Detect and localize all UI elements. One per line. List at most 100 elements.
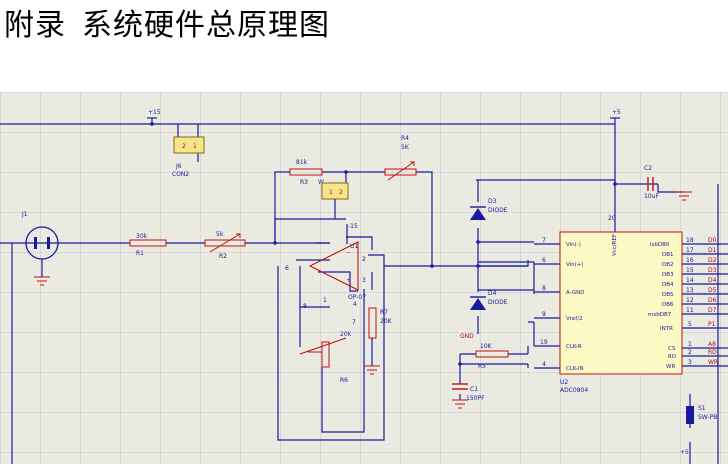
u2-right-pin-net-7: D7 (708, 307, 717, 314)
u1-pin3: 3 (362, 277, 366, 284)
ic-u2-adc0804: Vcc/REF 20 U2 ADC0804 7 Vin(-) 6 Vin(+) … (534, 215, 718, 394)
connector-j6: 2 1 J6 CON2 (172, 136, 205, 178)
c1-value: 150PF (466, 395, 485, 402)
r3-value: 81k (296, 159, 308, 166)
opamp-minus: − (346, 249, 351, 256)
u2-right-pin-num-9: 1 (688, 341, 692, 348)
j6-ref: J6 (175, 163, 182, 170)
j1-ref: J1 (21, 211, 28, 218)
resistor-r3: 81k R3 W (289, 159, 324, 186)
u2-right-pin-num-5: 13 (686, 287, 694, 294)
plus15-top-label: +15 (148, 109, 161, 116)
u2-right-pin-num-8: 5 (688, 321, 692, 328)
u2-right-pin-num-2: 16 (686, 257, 694, 264)
j6-value: CON2 (172, 171, 189, 178)
r2-value: 5k (216, 231, 224, 238)
u1-pin4: 4 (353, 301, 357, 308)
capacitor-c2: C2 10uF (644, 165, 692, 201)
u2-right-pin-net-2: D2 (708, 257, 717, 264)
d3-value: DIODE (488, 207, 508, 214)
r3-wiper: W (318, 179, 324, 186)
diode-d3: D3 DIODE (470, 198, 508, 220)
switch-s1: S1 SW-PB (686, 405, 717, 424)
c2-value: 10uF (644, 193, 659, 200)
u2-right-pin-name-4: DB4 (662, 282, 674, 288)
u2-right-pin-net-0: D0 (708, 237, 717, 244)
r7-ref: R7 (380, 309, 388, 316)
capacitor-c1: C1 150PF (452, 383, 485, 409)
d4-ref: D4 (488, 290, 497, 297)
r1-value: 30k (136, 233, 148, 240)
u2-ref: U2 (560, 379, 568, 386)
heading-part1: 附录 (4, 8, 66, 43)
u2-right-pin-name-7: msbDB7 (648, 312, 672, 318)
u2-left-pin-num-3: 9 (542, 311, 546, 318)
opamp-plus: + (346, 277, 351, 284)
junction-dots (150, 122, 617, 366)
gnd-net-label: GND (460, 333, 474, 340)
u1-pin8: 8 (303, 303, 307, 310)
u2-left-pin-name-2: A-GND (566, 290, 584, 296)
u2-pin20: 20 (608, 215, 616, 222)
page-heading: 附录系统硬件总原理图 (4, 6, 330, 46)
u2-left-pin-num-2: 8 (542, 285, 546, 292)
j6-pin-a: 2 (182, 143, 186, 150)
u1-header-pin-b: 2 (339, 189, 343, 196)
u1-value: OP-07 (348, 294, 366, 301)
u2-right-pin-num-6: 12 (686, 297, 694, 304)
u2-value: ADC0804 (560, 387, 588, 394)
u1-pin7: 7 (352, 319, 356, 326)
u2-right-pin-num-11: 3 (688, 359, 692, 366)
jack-j1: J1 (21, 211, 59, 286)
heading-part2: 系统硬件总原理图 (82, 8, 330, 43)
schematic-canvas: +15 +5 +5 2 1 J6 CON2 J1 30k R1 5k R2 81… (0, 92, 728, 464)
u2-right-pin-name-11: WR (666, 364, 675, 370)
u1-pin1: 1 (323, 297, 327, 304)
r1-ref: R1 (136, 250, 144, 257)
u2-right-pin-net-11: WR (708, 359, 718, 366)
u1-ref: U1 (350, 243, 358, 250)
r6-value: 20k (340, 331, 352, 338)
s1-ref: S1 (698, 405, 706, 412)
diode-d4: D4 DIODE GND (460, 290, 508, 340)
connector-u1-header: 1 2 (321, 182, 349, 219)
u2-left-pin-num-4: 19 (540, 339, 548, 346)
u2-right-pin-num-3: 15 (686, 267, 694, 274)
j6-pin-b: 1 (193, 143, 197, 150)
plus5-top-label: +5 (612, 109, 621, 116)
r6-ref: R6 (340, 377, 348, 384)
u2-vcc-label: Vcc/REF (612, 234, 618, 256)
r3-ref: R3 (300, 179, 308, 186)
u2-right-pin-name-3: DB3 (662, 272, 674, 278)
u2-right-pin-name-1: DB1 (662, 252, 674, 258)
r4-ref: R4 (401, 135, 409, 142)
u2-right-pin-net-1: D1 (708, 247, 717, 254)
pot-r4: R4 5K (384, 135, 417, 181)
u1-header-pin-a: 1 (329, 189, 333, 196)
u2-right-pin-num-10: 2 (688, 349, 692, 356)
r4-value: 5K (401, 144, 410, 151)
u2-right-pin-net-4: D4 (708, 277, 717, 284)
u2-right-pin-name-10: RD (668, 354, 676, 360)
u2-right-pin-num-4: 14 (686, 277, 694, 284)
u2-left-pin-num-5: 4 (542, 361, 546, 368)
u2-left-pin-name-1: Vin(+) (566, 262, 584, 268)
u2-right-pin-name-0: lsbDB0 (650, 242, 670, 248)
u2-right-pin-net-6: D6 (708, 297, 717, 304)
u2-right-pin-name-9: CS (668, 346, 676, 352)
d3-ref: D3 (488, 198, 497, 205)
resistor-r5: 10K R5 (475, 343, 509, 370)
u2-right-pin-net-10: RD (708, 349, 717, 356)
s1-value: SW-PB (698, 414, 717, 421)
r7-value: 20K (380, 318, 393, 325)
u2-right-pin-name-6: DB6 (662, 302, 674, 308)
r5-ref: R5 (478, 363, 486, 370)
resistor-r7: R7 20K (364, 307, 393, 375)
u2-left-pin-name-3: Vref/2 (566, 316, 583, 322)
u2-left-pin-num-0: 7 (542, 237, 546, 244)
r2-ref: R2 (219, 253, 227, 260)
u1-pin2: 2 (362, 256, 366, 263)
u2-right-pin-num-0: 18 (686, 237, 694, 244)
u2-left-pin-name-0: Vin(-) (566, 242, 581, 248)
opamp-u1: − + U1 OP-07 6 2 3 8 1 4 7 (285, 241, 366, 326)
